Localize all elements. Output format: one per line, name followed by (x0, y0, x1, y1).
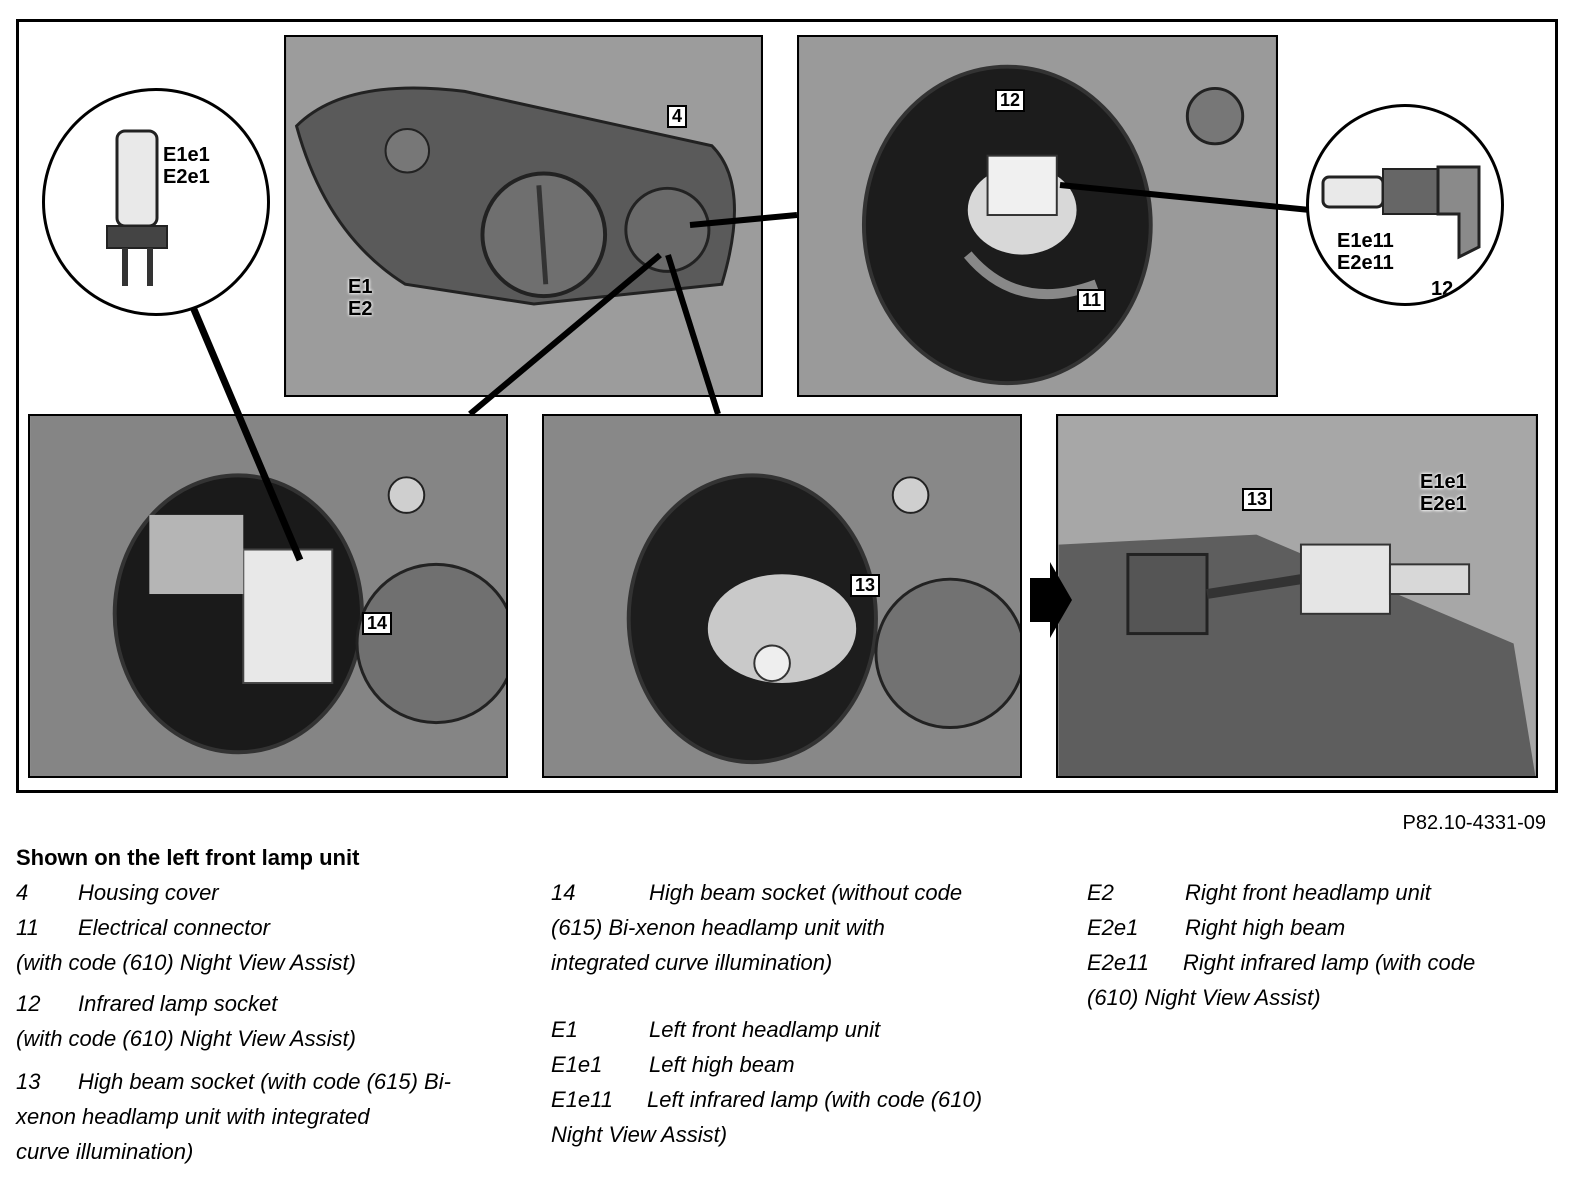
legend-text: xenon headlamp unit with integrated (16, 1104, 370, 1129)
legend-text: Left high beam (649, 1052, 795, 1077)
legend-item: E1e11 Left infrared lamp (with code (610) (551, 1083, 1051, 1116)
legend-code: E2 (1087, 880, 1114, 905)
legend-code: E1e11 (551, 1087, 613, 1112)
legend-item: 12 Infrared lamp socket (16, 987, 516, 1020)
legend-item: xenon headlamp unit with integrated (16, 1100, 516, 1133)
callout-infrared-socket: 12 (995, 89, 1026, 112)
legend-code: E2e11 (1087, 950, 1149, 975)
legend-item: (with code (610) Night View Assist) (16, 946, 516, 979)
legend-text: Right front headlamp unit (1185, 880, 1431, 905)
legend-item: E2 Right front headlamp unit (1087, 876, 1557, 909)
legend-item: (with code (610) Night View Assist) (16, 1022, 516, 1055)
panel-infrared-socket: 12 11 (797, 35, 1278, 397)
high-beam-socket-13-illustration (544, 416, 1020, 776)
legend-text: Electrical connector (78, 915, 270, 940)
legend-text: Right infrared lamp (with code (1183, 950, 1476, 975)
label-e1: E1 (348, 276, 373, 298)
legend-column-2: 14 High beam socket (without code (615) B… (551, 876, 1051, 1153)
legend-item: E1e1 Left high beam (551, 1048, 1051, 1081)
panel-high-beam-socket-14: 14 (28, 414, 508, 778)
arrow-right-icon (1030, 562, 1072, 638)
legend-item: E2e1 Right high beam (1087, 911, 1557, 944)
panel-socket-detail: 13 E1e1 E2e1 (1056, 414, 1538, 778)
figure-reference: P82.10-4331-09 (1402, 812, 1546, 834)
legend-text: Housing cover (78, 880, 219, 905)
callout-high-beam-socket-14: 14 (362, 612, 393, 635)
legend-item: 11 Electrical connector (16, 911, 516, 944)
legend-text: High beam socket (without code (649, 880, 963, 905)
high-beam-socket-14-illustration (30, 416, 506, 776)
panel-headlamp-overview: 4 E1 E2 (284, 35, 763, 397)
callout-housing-cover: 4 (667, 105, 688, 128)
legend-code: 4 (16, 880, 29, 905)
label-bulb-connector: 12 (1431, 278, 1454, 300)
legend-text: Left infrared lamp (with code (610) (647, 1087, 983, 1112)
legend-code: 12 (16, 991, 41, 1016)
legend-text: High beam socket (with code (615) Bi- (78, 1069, 451, 1094)
caption-title: Shown on the left front lamp unit (16, 845, 360, 870)
legend-text: Left front headlamp unit (649, 1017, 881, 1042)
legend-text: curve illumination) (16, 1139, 194, 1164)
legend-text: Night View Assist) (551, 1122, 728, 1147)
legend-item: (610) Night View Assist) (1087, 981, 1557, 1014)
label-bulb-e2e11: E2e11 (1337, 252, 1394, 274)
bulb-h9-icon (1321, 165, 1481, 260)
socket-detail-illustration (1058, 416, 1536, 776)
detail-high-beam-bulb: E1e1 E2e1 (42, 88, 270, 316)
legend-item: 14 High beam socket (without code (551, 876, 1051, 909)
legend-text: (with code (610) Night View Assist) (16, 1026, 356, 1051)
legend-item: curve illumination) (16, 1135, 516, 1168)
headlamp-housing-illustration (286, 37, 761, 395)
legend-text: (610) Night View Assist) (1087, 985, 1321, 1010)
legend-code: E2e1 (1087, 915, 1139, 940)
bulb-h7-icon (106, 129, 168, 286)
legend-item: integrated curve illumination) (551, 946, 1051, 979)
legend-text: integrated curve illumination) (551, 950, 833, 975)
panel-high-beam-socket-13: 13 (542, 414, 1022, 778)
detail-infrared-bulb: E1e11 E2e11 12 (1306, 104, 1504, 306)
callout-high-beam-socket-13: 13 (850, 574, 881, 597)
label-bulb-e2e1: E2e1 (163, 166, 210, 188)
legend-text: Right high beam (1185, 915, 1346, 940)
callout-connector: 11 (1077, 289, 1107, 312)
legend-code: 14 (551, 880, 576, 905)
legend-column-1: 4 Housing cover 11 Electrical connector (w… (16, 876, 516, 1170)
legend-text: Infrared lamp socket (78, 991, 278, 1016)
legend-code: 13 (16, 1069, 41, 1094)
label-e2: E2 (348, 298, 373, 320)
label-bulb-e1e1: E1e1 (163, 144, 210, 166)
legend-column-3: E2 Right front headlamp unit E2e1 Right hi… (1087, 876, 1557, 1016)
infrared-socket-illustration (799, 37, 1276, 395)
legend-code: E1e1 (551, 1052, 603, 1077)
legend-item: E1 Left front headlamp unit (551, 1013, 1051, 1046)
legend-item: 4 Housing cover (16, 876, 516, 909)
legend-text: (615) Bi-xenon headlamp unit with (551, 915, 885, 940)
label-detail-e1e1: E1e1 (1420, 471, 1467, 493)
legend-item: E2e11 Right infrared lamp (with code (1087, 946, 1557, 979)
legend-item: Night View Assist) (551, 1118, 1051, 1151)
legend-item: (615) Bi-xenon headlamp unit with (551, 911, 1051, 944)
label-detail-e2e1: E2e1 (1420, 493, 1467, 515)
legend-text: (with code (610) Night View Assist) (16, 950, 356, 975)
legend-code: E1 (551, 1017, 578, 1042)
legend-item: 13 High beam socket (with code (615) Bi- (16, 1065, 516, 1098)
legend-code: 11 (16, 915, 39, 940)
label-bulb-e1e11: E1e11 (1337, 230, 1394, 252)
callout-detail-socket: 13 (1242, 488, 1273, 511)
